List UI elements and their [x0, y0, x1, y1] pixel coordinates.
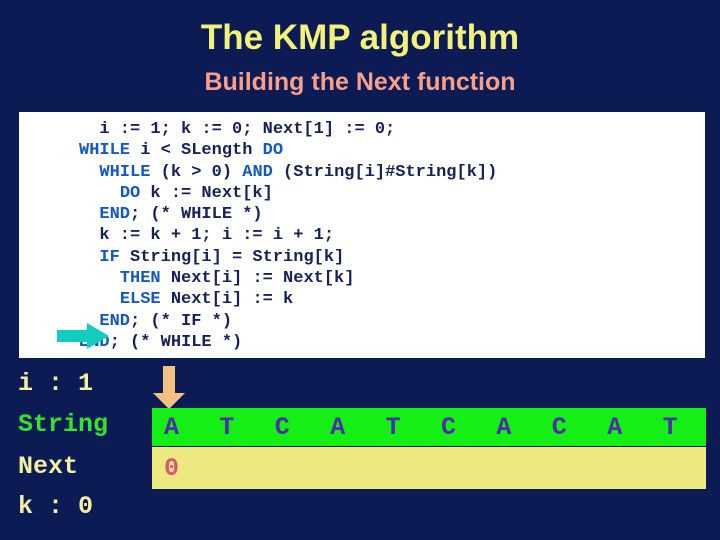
next-cell [374, 447, 429, 489]
next-cell [429, 447, 484, 489]
trace-label-k: k : 0 [18, 492, 94, 521]
string-cell: A [496, 412, 512, 442]
code-line: DO k := Next[k] [119, 183, 273, 203]
string-cell: T [385, 412, 401, 442]
string-cell: T [662, 412, 678, 442]
next-cell [318, 447, 373, 489]
next-cell [263, 447, 318, 489]
trace-label-string: String [18, 410, 109, 439]
code-panel: i := 1; k := 0; Next[1] := 0; WHILE i < S… [19, 112, 705, 358]
next-cell [540, 447, 595, 489]
code-line: END; (* IF *) [99, 311, 233, 331]
string-cell: C [551, 412, 567, 442]
next-band: 0 [152, 447, 706, 489]
code-line: END; (* WHILE *) [79, 332, 243, 352]
next-cell [651, 447, 706, 489]
code-listing: i := 1; k := 0; Next[1] := 0; WHILE i < S… [79, 119, 497, 353]
code-line: THEN Next[i] := Next[k] [119, 269, 355, 289]
next-cell: 0 [164, 453, 180, 483]
down-arrow-icon [153, 366, 185, 409]
string-cell: T [219, 412, 235, 442]
code-line: k := k + 1; i := i + 1; [79, 226, 335, 246]
trace-label-next: Next [18, 452, 79, 481]
code-line: WHILE (k > 0) AND (String[i]#String[k]) [99, 162, 498, 182]
string-cell: C [274, 412, 290, 442]
code-line: i := 1; k := 0; Next[1] := 0; [79, 120, 396, 139]
next-cell [595, 447, 650, 489]
next-cell [207, 447, 262, 489]
page-title: The KMP algorithm [200, 18, 520, 57]
page-subtitle: Building the Next function [204, 68, 516, 96]
string-cell: A [607, 412, 623, 442]
next-cell [484, 447, 539, 489]
string-cell: C [441, 412, 457, 442]
code-line: IF String[i] = String[k] [99, 247, 345, 267]
code-line: END; (* WHILE *) [99, 205, 263, 225]
string-cell: A [164, 412, 180, 442]
code-line: ELSE Next[i] := k [119, 290, 294, 310]
right-arrow-icon [57, 323, 109, 349]
string-cell: A [330, 412, 346, 442]
code-line: WHILE i < SLength DO [79, 141, 284, 161]
trace-label-i: i : 1 [18, 369, 94, 398]
